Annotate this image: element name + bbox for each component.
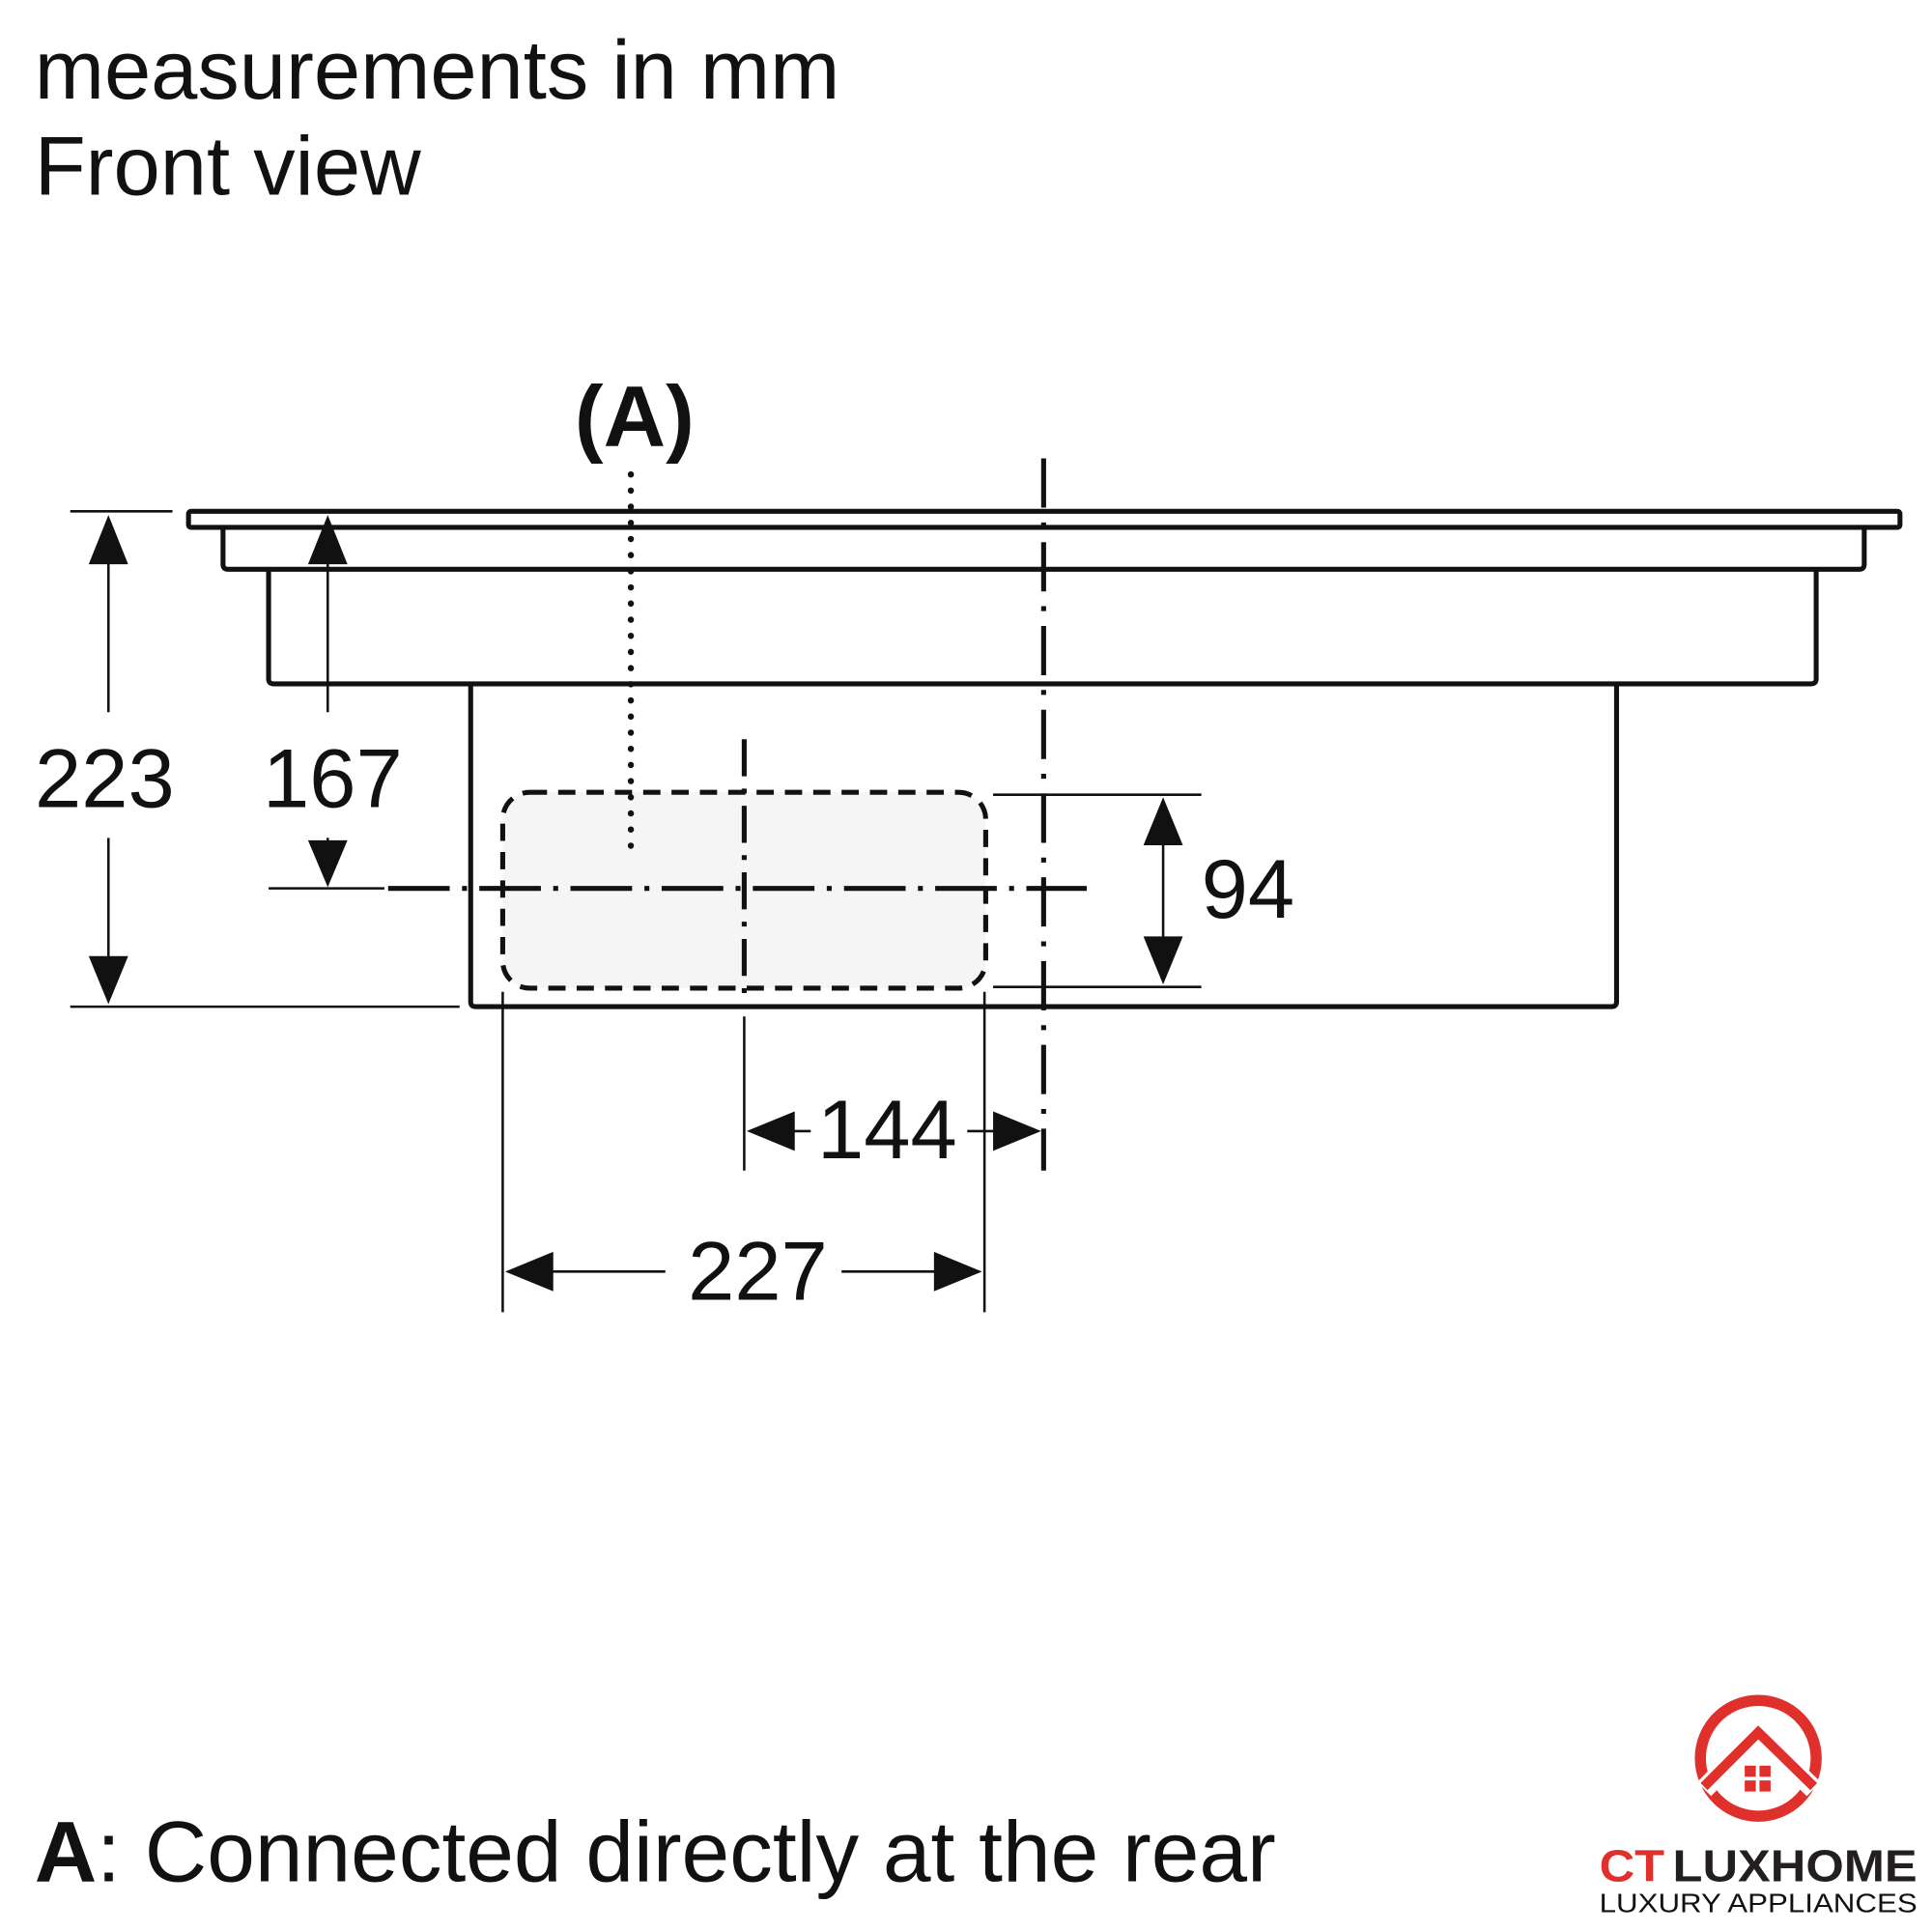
logo-circle	[1694, 1694, 1822, 1822]
house-roof-icon	[1700, 1725, 1818, 1791]
arrow-up-icon	[307, 515, 348, 565]
arrow-right-icon	[993, 1111, 1041, 1151]
dimension-227: 227	[501, 991, 986, 1319]
arrow-up-icon	[88, 515, 128, 565]
arrow-right-icon	[933, 1251, 982, 1292]
svg-text:223: 223	[35, 731, 175, 825]
arrow-left-icon	[504, 1251, 554, 1292]
logo-tagline: LUXURY APPLIANCES	[1600, 1889, 1918, 1918]
body	[266, 569, 1819, 687]
dimension-167: 167	[263, 515, 403, 890]
arrow-down-icon	[88, 955, 128, 1005]
legend-key: A	[35, 1804, 97, 1900]
arrow-left-icon	[746, 1111, 795, 1151]
svg-text:144: 144	[817, 1083, 957, 1177]
arrow-down-icon	[307, 839, 348, 888]
window-icon	[1745, 1765, 1771, 1792]
svg-text:167: 167	[263, 731, 403, 825]
dimension-144: 144	[743, 1016, 1041, 1177]
dimension-94: 94	[993, 793, 1294, 988]
svg-text:227: 227	[688, 1225, 828, 1319]
arrow-down-icon	[1143, 936, 1183, 985]
legend-text: A: Connected directly at the rear	[35, 1804, 1276, 1900]
svg-text:94: 94	[1202, 842, 1294, 936]
arrow-up-icon	[1143, 797, 1183, 845]
top-plate	[185, 508, 1903, 530]
marker-label: (A)	[575, 368, 695, 465]
view-title: Front view	[35, 120, 421, 213]
units-note: measurements in mm	[35, 23, 840, 117]
dimension-223: 223	[35, 510, 460, 1009]
